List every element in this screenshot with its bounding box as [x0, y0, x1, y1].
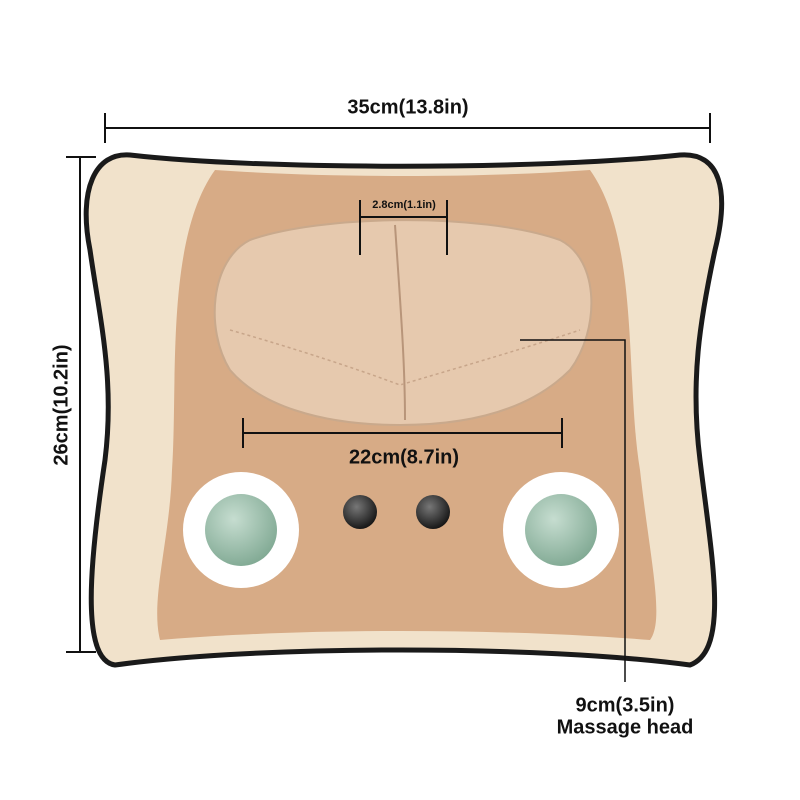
massage-head-right [503, 472, 619, 588]
dimension-lines [66, 113, 711, 682]
massage-head-label: Massage head [556, 716, 694, 739]
cushion-width-label: 22cm(8.7in) [348, 446, 460, 469]
small-node-left [343, 495, 377, 529]
width-label: 35cm(13.8in) [347, 96, 469, 119]
gap-label: 2.8cm(1.1in) [372, 199, 436, 211]
massage-head-size-label: 9cm(3.5in) [575, 694, 675, 717]
height-label: 26cm(10.2in) [50, 344, 73, 466]
neck-cushion [213, 219, 593, 427]
massage-head-left [183, 472, 299, 588]
small-node-right [416, 495, 450, 529]
